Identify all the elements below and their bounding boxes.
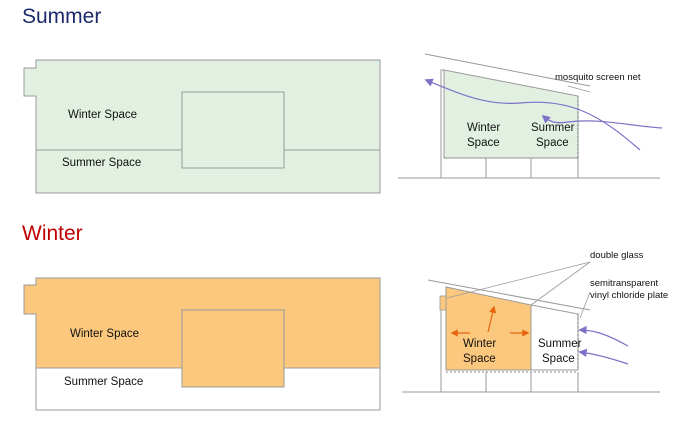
summer-title: Summer xyxy=(22,5,102,28)
summer-section-summer-space-label-line1: Summer xyxy=(531,122,575,134)
winter-section-winter-space-label-line1: Winter xyxy=(463,338,496,350)
winter-plan-summer-space-label: Summer Space xyxy=(64,376,143,388)
summer-section-roof-line xyxy=(424,53,591,87)
winter-section-roof-line xyxy=(427,279,591,311)
winter-section: double glass semitransparent vinyl chlor… xyxy=(402,250,668,393)
winter-plan: Winter Space Summer Space xyxy=(23,277,381,411)
summer-plan: Winter Space Summer Space xyxy=(23,59,381,194)
winter-plan-core-room xyxy=(181,309,285,388)
winter-section-heat-arrow-up xyxy=(487,305,497,333)
summer-section-airflow-arrow-1 xyxy=(424,78,641,151)
winter-section-airflow-arrow-1 xyxy=(578,325,629,347)
winter-section-double-glass-callout: double glass xyxy=(590,250,644,261)
summer-section-screen-net-callout: mosquito screen net xyxy=(555,72,641,83)
winter-section-glass-leader-1 xyxy=(446,261,591,299)
summer-section-winter-space-label-line2: Space xyxy=(467,137,500,149)
summer-section-callout-leader xyxy=(567,85,591,93)
summer-section-back-wall xyxy=(440,69,444,160)
summer-section-winter-space-label-line1: Winter xyxy=(467,122,500,134)
winter-section-summer-space-label-line1: Summer xyxy=(538,338,582,350)
summer-section-summer-space-label-line2: Space xyxy=(536,137,569,149)
winter-section-plate-leader xyxy=(579,291,591,319)
winter-section-vinyl-plate-callout-line2: vinyl chloride plate xyxy=(590,290,668,301)
summer-plan-core-room xyxy=(181,91,285,169)
winter-section-summer-space-label-line2: Space xyxy=(542,353,575,365)
winter-section-clerestory-glass xyxy=(439,295,447,311)
summer-plan-summer-space-label: Summer Space xyxy=(62,157,141,169)
winter-plan-winter-space-label: Winter Space xyxy=(70,328,139,340)
winter-title: Winter xyxy=(22,222,83,245)
winter-section-winter-space-label-line2: Space xyxy=(463,353,496,365)
summer-plan-winter-space-label: Winter Space xyxy=(68,109,137,121)
winter-section-glass-leader-2 xyxy=(530,261,591,306)
summer-plan-outline xyxy=(23,59,381,194)
winter-section-airflow-arrow-2 xyxy=(578,348,629,365)
summer-section-airflow-arrow-2 xyxy=(541,114,663,129)
winter-section-vinyl-plate-callout-line1: semitransparent xyxy=(590,278,658,289)
summer-section: mosquito screen net Winter Space Summer … xyxy=(398,53,663,179)
